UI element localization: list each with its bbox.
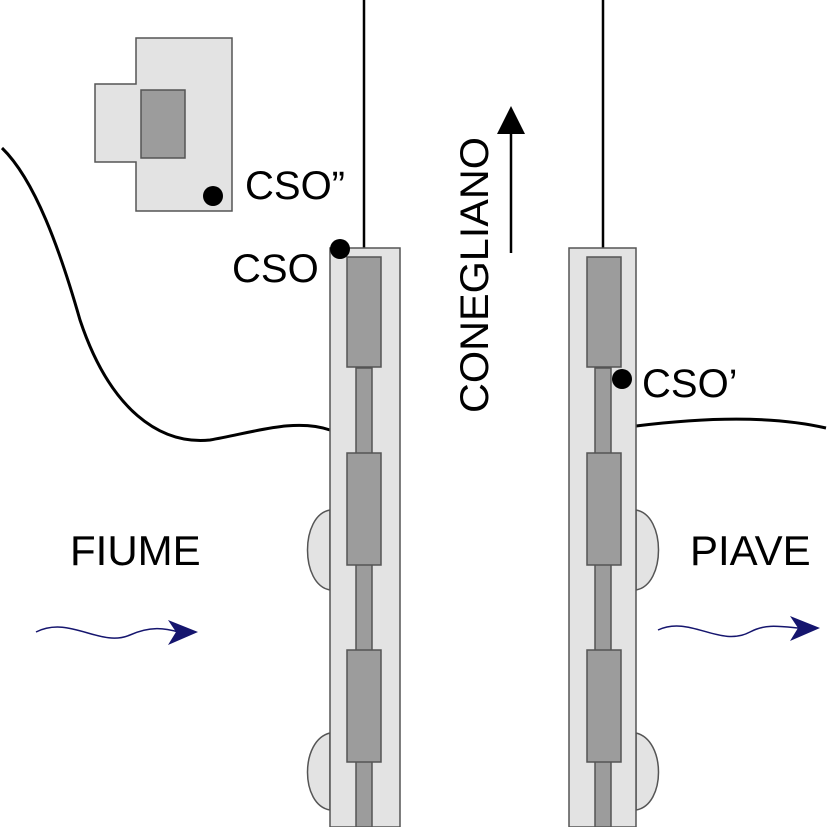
pier-right-lower [635, 732, 660, 811]
label-cso-left-top: CSO [232, 247, 319, 291]
label-direction-conegliano: CONEGLIANO [453, 137, 497, 413]
direction-arrow-head [497, 106, 525, 134]
flow-arrow-right [657, 616, 820, 641]
pier-left-lower [306, 732, 331, 811]
bridge-structure-right [568, 247, 637, 827]
building-inner-block [140, 89, 186, 159]
flow-arrow-left [35, 620, 198, 645]
cso-building-dot [203, 186, 223, 206]
cso-right-dot [612, 369, 632, 389]
bridge-structure-left [329, 247, 401, 827]
label-cso-right: CSO’ [642, 362, 738, 406]
river-bank-right [635, 417, 827, 430]
cso-left-top-dot [330, 239, 350, 259]
pier-left-upper [306, 509, 331, 591]
label-cso-building: CSO” [245, 164, 345, 208]
label-river-fiume: FIUME [70, 527, 201, 574]
label-river-piave: PIAVE [690, 527, 811, 574]
pier-right-upper [635, 509, 660, 591]
river-bank-left [0, 146, 331, 442]
